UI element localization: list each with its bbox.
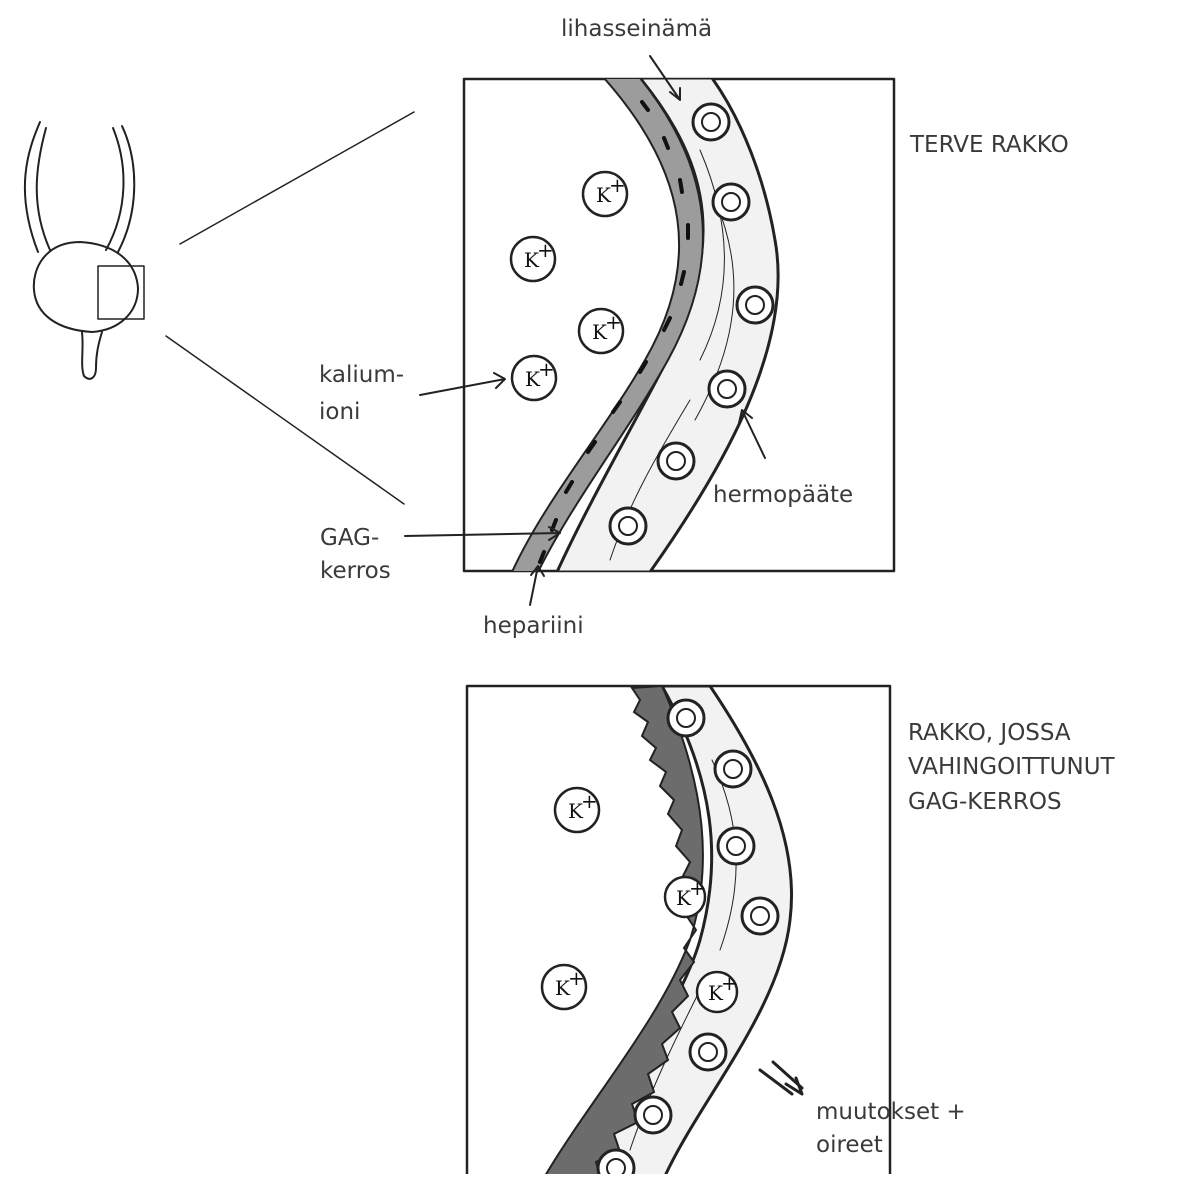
label-muscle-wall: lihasseinämä (561, 16, 712, 42)
label-heparin: hepariini (483, 613, 584, 639)
label-changes-2: oireet (816, 1132, 883, 1158)
ion-6: K+ (665, 876, 706, 917)
ion-7: K+ (542, 965, 586, 1009)
title-healthy: TERVE RAKKO (909, 132, 1069, 158)
label-changes-1: muutokset + (816, 1099, 966, 1125)
title-damaged-1: RAKKO, JOSSA (908, 720, 1071, 746)
title-damaged-3: GAG-KERROS (908, 789, 1062, 815)
svg-text:+: + (581, 789, 598, 813)
label-gag-2: kerros (320, 558, 391, 584)
svg-text:+: + (689, 876, 706, 900)
label-nerve-ending: hermopääte (713, 482, 853, 508)
bladder-sketch (25, 122, 144, 379)
zoom-line-top (180, 112, 414, 244)
title-damaged-2: VAHINGOITTUNUT (908, 754, 1116, 780)
ion-4: K+ (512, 356, 556, 400)
svg-text:+: + (609, 173, 626, 197)
svg-text:+: + (605, 310, 622, 334)
svg-text:+: + (721, 971, 738, 995)
ion-8: K+ (697, 971, 738, 1012)
ion-1: K+ (583, 172, 627, 216)
svg-text:+: + (537, 238, 554, 262)
label-potassium-2: ioni (319, 399, 360, 425)
signal-arrow-icon (760, 1062, 802, 1094)
svg-text:+: + (538, 357, 555, 381)
label-potassium-1: kalium- (319, 362, 404, 388)
ion-3: K+ (579, 309, 623, 353)
label-gag-1: GAG- (320, 525, 379, 551)
svg-text:+: + (568, 966, 585, 990)
ion-5: K+ (555, 788, 599, 832)
ion-2: K+ (511, 237, 555, 281)
